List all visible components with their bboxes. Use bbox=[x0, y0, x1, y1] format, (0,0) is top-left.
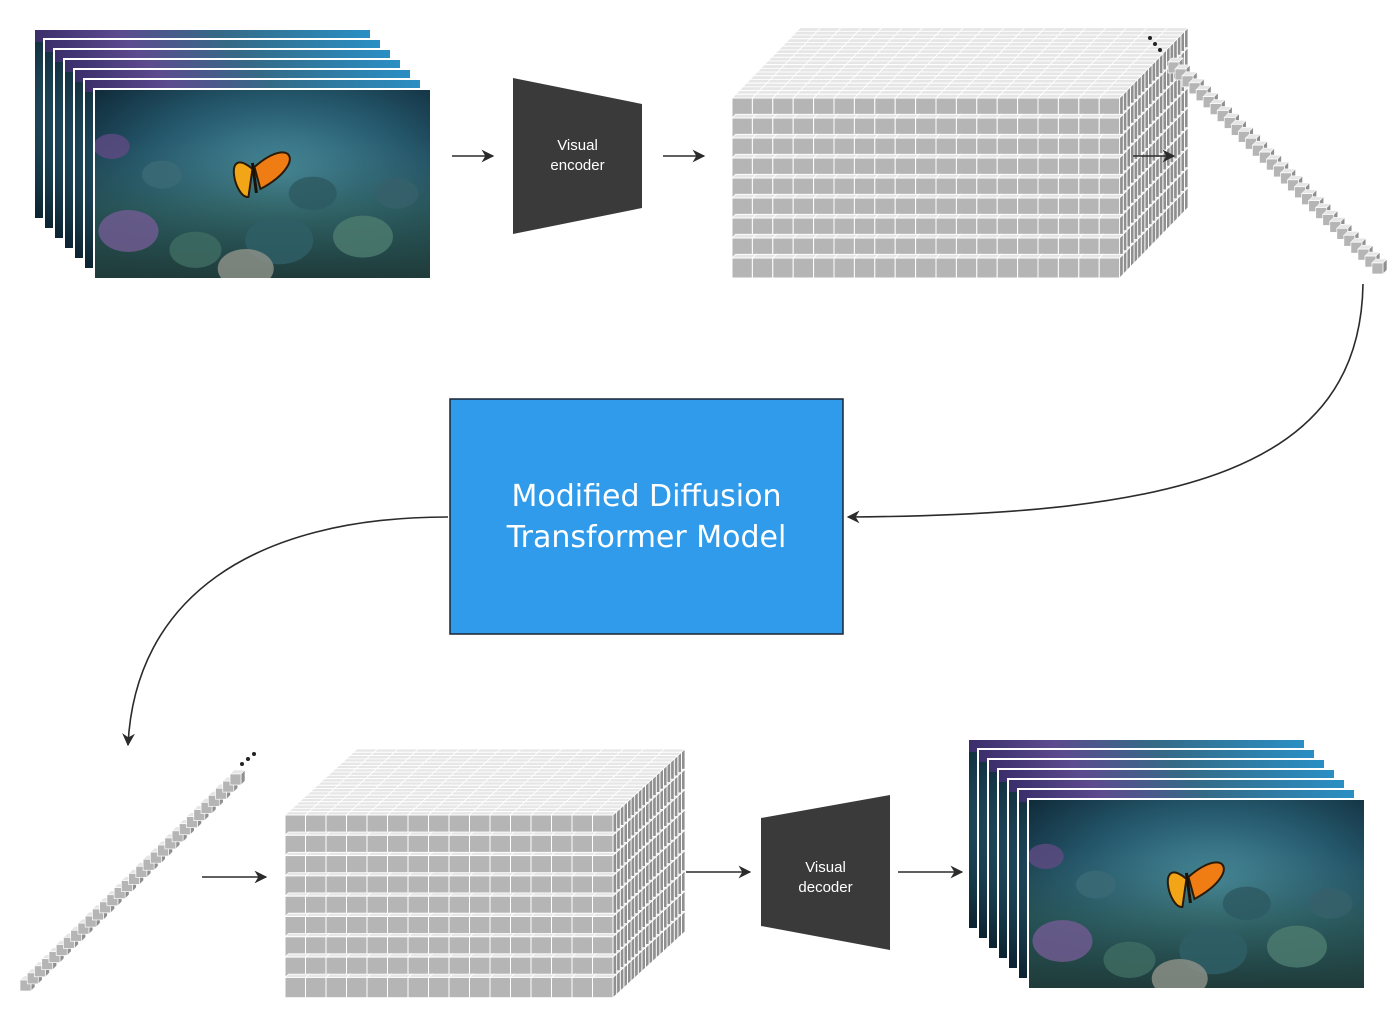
latent-cube-encoded bbox=[732, 28, 1188, 278]
input-video-frames bbox=[33, 28, 432, 288]
video-frame-front bbox=[93, 88, 432, 288]
visual-encoder-block bbox=[513, 78, 642, 234]
